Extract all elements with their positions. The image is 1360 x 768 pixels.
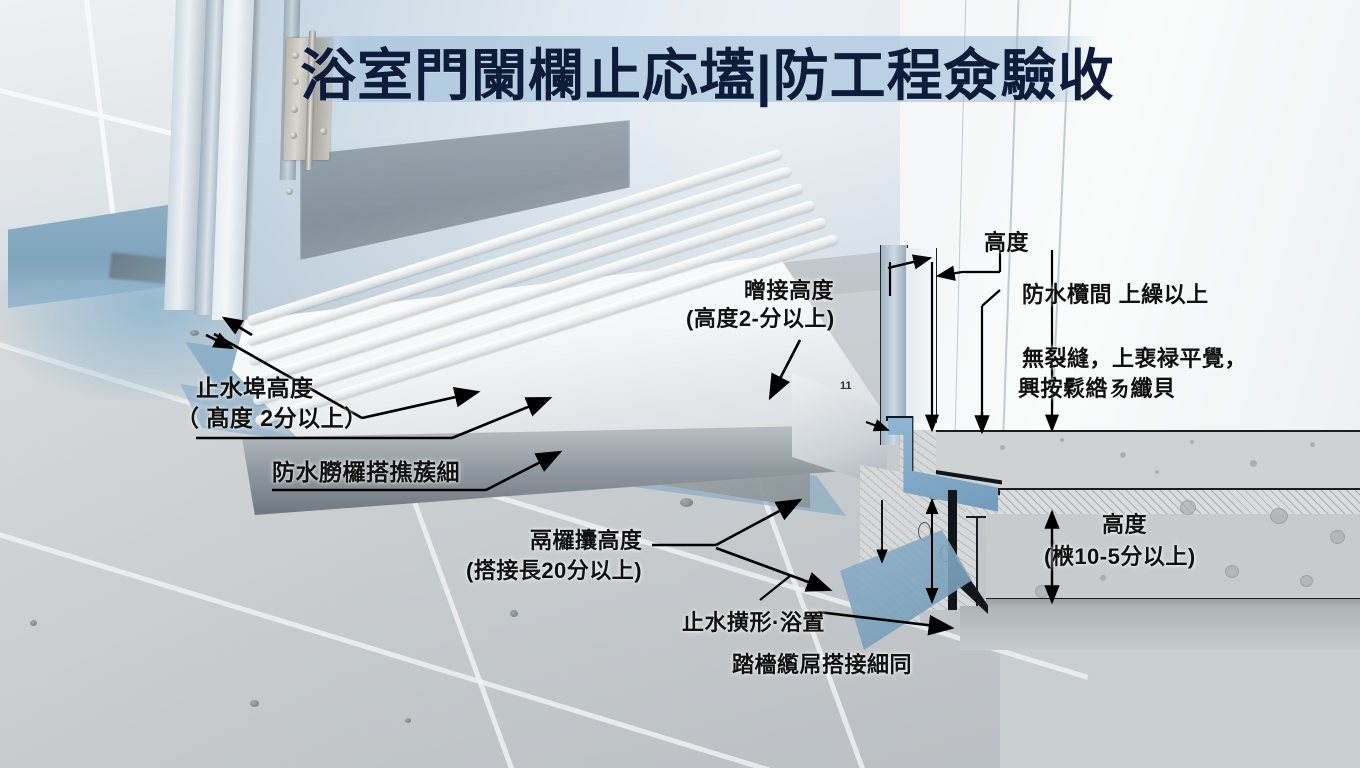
annotation-sill-height-line2: （ 髙度 2分以上） [176,405,368,431]
concrete-slab-upper [936,430,1360,490]
concrete-speckle [1190,440,1194,444]
concrete-speckle [1100,575,1106,581]
page-title: 浴室門闌欄止応壒|防工程僉驗收 [300,43,1115,107]
slab-skirt [960,606,1360,650]
annotation-stopwater-shape-line2: 踏檣䌫屌搭接細同 [732,652,913,677]
annotation-waterproof-upturn: 防水欖間 上繰以上 [1022,282,1209,307]
annotation-frame-lap-height-line1: 鬲欏攮高度 [530,528,643,553]
concrete-speckle [1000,445,1005,450]
annotation-no-crack-line2: 興按鬏綹𠃓纖貝 [1018,376,1176,401]
annotation-slab-height-line1: 高度 [1102,512,1148,537]
aluminium-frame-section [880,245,908,445]
debris [190,330,199,336]
annotation-section-height-top: 高度 [984,230,1030,255]
debris [510,610,518,617]
hinge-screw [320,128,327,135]
concrete-void [1270,508,1288,524]
threshold-edge-mark: 11 [840,380,852,392]
concrete-void [1180,500,1196,515]
annotation-lap-height-line1: 㬝接高度 [744,278,835,303]
aluminium-frame-inner [906,248,937,423]
debris [30,620,37,626]
concrete-void [1300,575,1313,587]
hinge-screw [292,78,299,85]
debris [680,498,693,507]
annotation-stopwater-shape-line1: 止水撗形·浴置 [682,610,825,635]
annotation-slab-height-line2: (㮉10-5分以上) [1044,544,1196,569]
concrete-speckle [1120,452,1126,458]
annotation-membrane-lap-detail: 防水朥欏搭撨蔟細 [272,459,460,485]
annotation-frame-lap-height-line2: (搭接長20分以上) [466,558,643,583]
hinge-screw [292,52,299,59]
hinge-screw [291,106,298,113]
slab-bottom-edge [986,598,1360,609]
annotation-lap-height-line2: (高度2-分以上) [686,306,835,331]
frame-screw [286,188,293,195]
debris [250,700,259,707]
annotation-sill-height-line1: 止水埠高度 [196,375,314,401]
concrete-void [1225,565,1239,578]
concrete-speckle [1155,470,1159,474]
title-highlight-band [300,36,1100,102]
concrete-speckle [1060,438,1064,442]
concrete-speckle [1250,460,1257,467]
concrete-void [1330,530,1345,544]
concrete-speckle [1310,442,1315,447]
concrete-void [1035,585,1049,598]
hinge-screw [290,132,297,139]
debris [405,718,411,723]
annotation-no-crack-line1: 無裂縫，上裵䘵平覺， [1022,346,1248,371]
